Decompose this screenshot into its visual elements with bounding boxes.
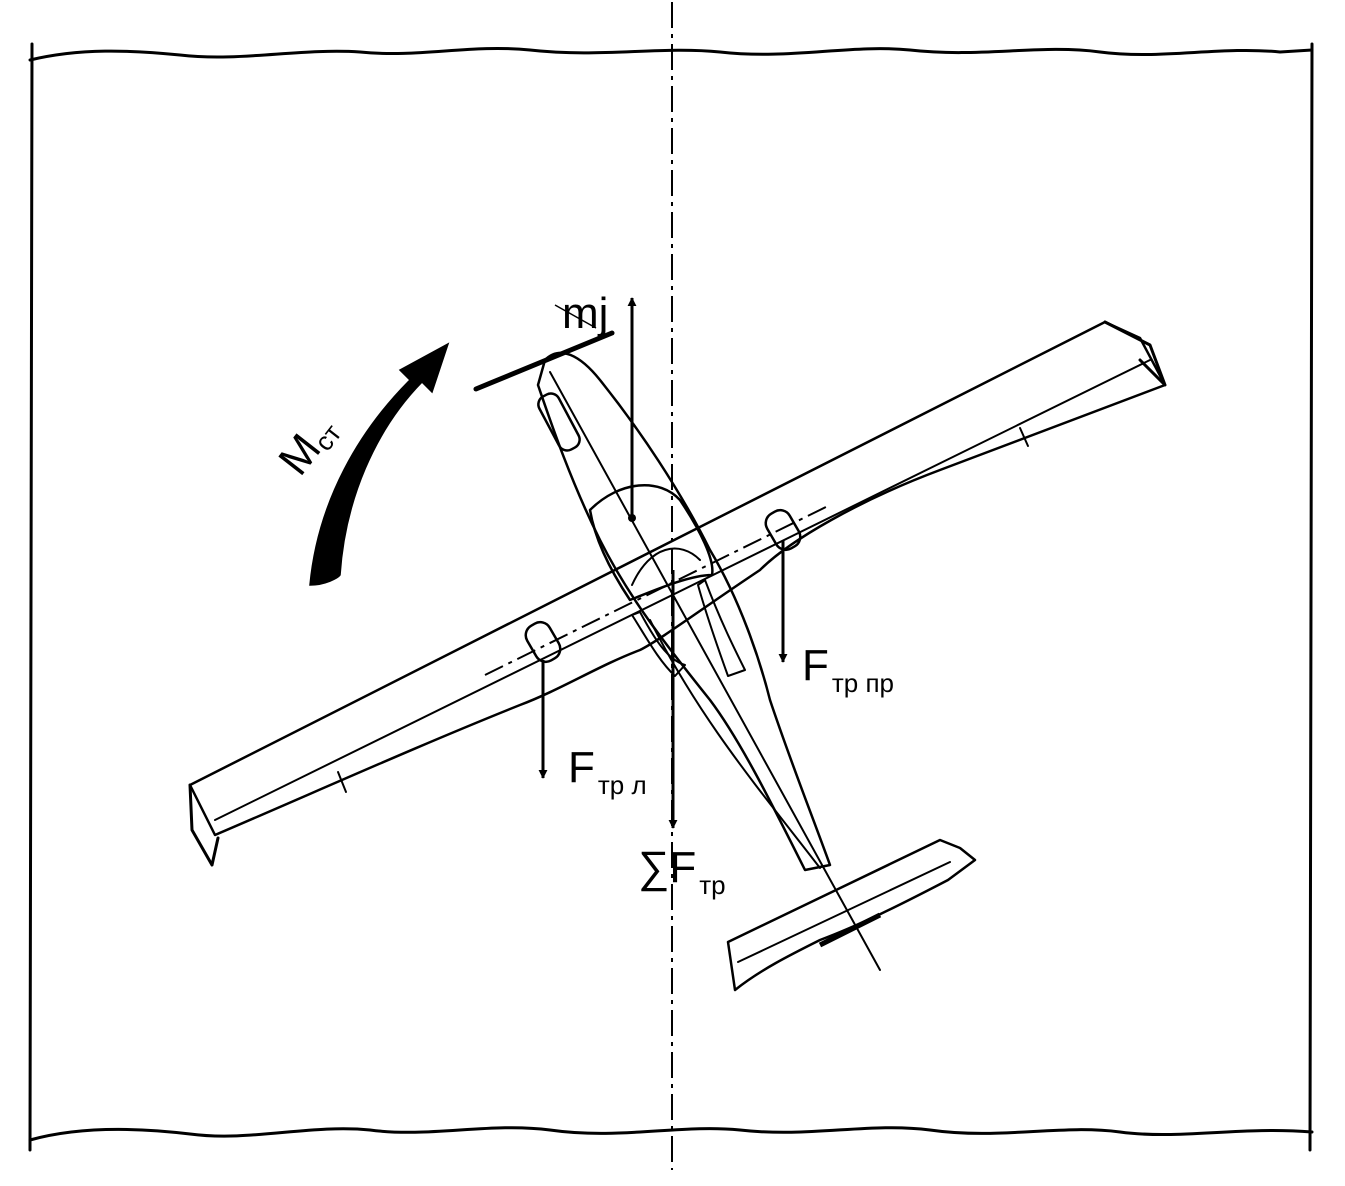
label-moment: Mст — [269, 405, 347, 485]
runway-top-edge — [28, 47, 1314, 62]
stabilizer-edge-line — [737, 861, 951, 963]
label-friction-left-sub: тр л — [598, 770, 647, 800]
horizontal-stabilizer — [726, 838, 977, 992]
label-inertia-leader — [554, 304, 597, 329]
cockpit-frame — [631, 547, 701, 586]
fuselage — [536, 351, 832, 872]
label-friction-left-main: F — [568, 743, 595, 792]
runway-right-edge — [1308, 42, 1314, 1152]
moment-arrow — [309, 342, 450, 586]
wing-trailing-line — [214, 359, 1151, 821]
aileron-right-mark — [1019, 427, 1029, 447]
airplane — [188, 320, 1167, 992]
nose-wheel — [537, 392, 581, 452]
label-friction-right-sub: тр пр — [832, 668, 894, 698]
wing — [188, 320, 1167, 837]
runway-bottom-edge — [28, 1126, 1314, 1142]
fuselage-inner-line — [649, 619, 821, 869]
label-friction-sum-sub: тр — [699, 870, 725, 900]
svg-text:Mст: Mст — [269, 405, 347, 485]
runway — [28, 2, 1314, 1170]
stabilizer-dark-edge — [818, 912, 882, 948]
label-friction-right-main: F — [802, 641, 829, 690]
label-friction-sum-main: ∑F — [638, 843, 696, 892]
wing-tip-right — [1103, 320, 1167, 387]
cockpit-side-panel — [697, 579, 746, 677]
aileron-left-mark — [337, 771, 347, 793]
fuselage-centerline — [549, 371, 881, 971]
cockpit-canopy — [588, 484, 714, 602]
main-wheel-left — [524, 620, 562, 664]
main-wheel-right — [764, 508, 802, 552]
wing-tip-left — [188, 783, 220, 867]
center-of-mass-point — [628, 514, 636, 522]
cockpit-lower-panel — [631, 611, 686, 677]
force-arrows — [538, 297, 788, 829]
propeller — [473, 330, 615, 392]
runway-left-edge — [28, 42, 34, 1152]
